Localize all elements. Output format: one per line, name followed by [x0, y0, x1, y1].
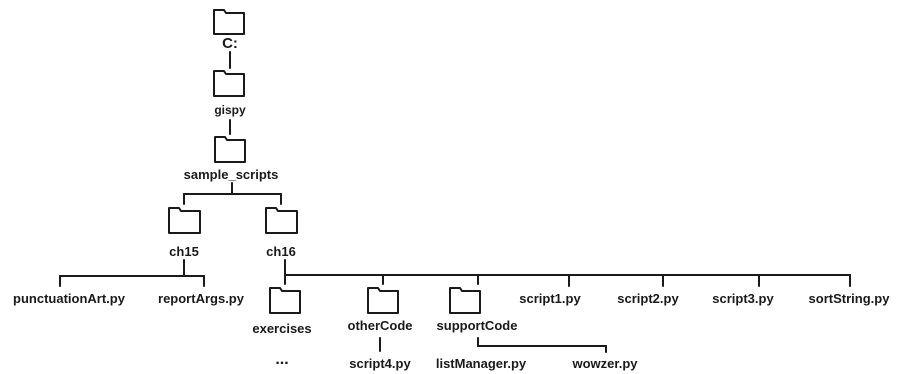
folder-icon	[367, 287, 399, 314]
folder-label-supportcode: supportCode	[437, 318, 518, 333]
file-label-reportargs: reportArgs.py	[158, 291, 245, 306]
file-label-listmanager: listManager.py	[436, 356, 527, 371]
folder-label-gispy: gispy	[214, 103, 246, 117]
file-label-script4: script4.py	[349, 356, 411, 371]
file-label-script1: script1.py	[519, 291, 581, 306]
folder-icon	[213, 70, 245, 97]
file-label-wowzer: wowzer.py	[571, 356, 638, 371]
folder-icon	[265, 207, 298, 234]
folder-icons	[168, 9, 481, 314]
folder-label-exercises: exercises	[252, 321, 311, 336]
root-label: C:	[222, 35, 238, 52]
file-label-script3: script3.py	[712, 291, 774, 306]
tree-connectors	[59, 51, 851, 353]
folder-label-othercode: otherCode	[348, 318, 413, 333]
file-label-script2: script2.py	[617, 291, 679, 306]
ellipsis-label: ...	[275, 351, 288, 368]
folder-icon	[214, 136, 246, 163]
folder-icon	[168, 207, 201, 234]
folder-label-ch15: ch15	[169, 244, 199, 259]
folder-label-sample-scripts: sample_scripts	[184, 167, 279, 182]
file-label-punctuationart: punctuationArt.py	[13, 291, 126, 306]
file-label-sortstring: sortString.py	[809, 291, 891, 306]
folder-icon	[213, 9, 245, 35]
folder-icon	[269, 287, 301, 314]
folder-label-ch16: ch16	[266, 244, 296, 259]
folder-icon	[449, 287, 481, 314]
tree-labels: C: gispy sample_scripts ch15 ch16 punctu…	[13, 35, 890, 371]
